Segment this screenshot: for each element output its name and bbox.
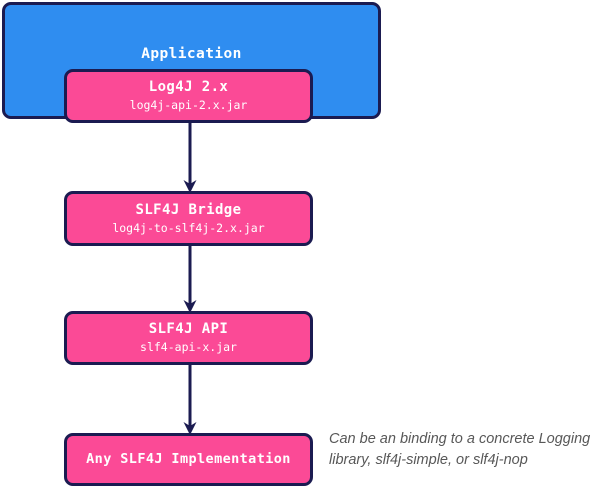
arrow-down-icon xyxy=(183,362,197,435)
arrow-down-icon xyxy=(183,243,197,313)
node-slf4j-bridge-title: SLF4J Bridge xyxy=(135,201,242,218)
arrow-down-icon xyxy=(183,120,197,193)
node-log4j-title: Log4J 2.x xyxy=(148,79,229,96)
arrow-api-to-implementation xyxy=(181,362,199,436)
node-slf4j-bridge-artifact: log4j-to-slf4j-2.x.jar xyxy=(112,220,265,235)
node-slf4j-implementation-title: Any SLF4J Implementation xyxy=(86,450,291,467)
node-slf4j-api-artifact: slf4-api-x.jar xyxy=(140,340,237,355)
arrow-bridge-to-api xyxy=(181,243,199,314)
node-application-title: Application xyxy=(141,46,242,62)
node-slf4j-api: SLF4J API slf4-api-x.jar xyxy=(64,311,313,365)
implementation-annotation: Can be an binding to a concrete Logging … xyxy=(329,431,591,468)
node-log4j-artifact: log4j-api-2.x.jar xyxy=(129,98,248,113)
node-slf4j-bridge: SLF4J Bridge log4j-to-slf4j-2.x.jar xyxy=(64,191,313,246)
arrow-log4j-to-bridge xyxy=(181,120,199,194)
node-log4j: Log4J 2.x log4j-api-2.x.jar xyxy=(64,69,313,123)
node-slf4j-api-title: SLF4J API xyxy=(148,321,229,338)
node-slf4j-implementation: Any SLF4J Implementation xyxy=(64,433,313,486)
